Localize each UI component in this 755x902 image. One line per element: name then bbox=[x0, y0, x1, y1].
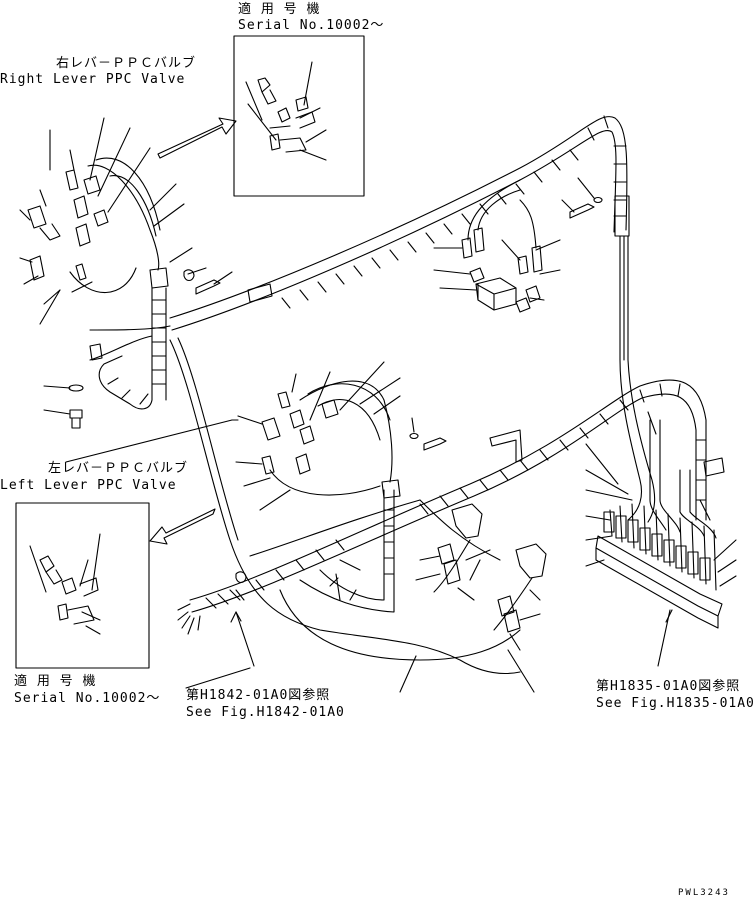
serial-top-jp-label: 適 用 号 機 bbox=[238, 2, 321, 17]
right-valve-bank bbox=[585, 359, 737, 667]
inset-bottom-valve-detail bbox=[29, 533, 101, 635]
reference-leaders bbox=[185, 611, 535, 693]
arrow-to-top-inset bbox=[157, 117, 237, 159]
arrow-to-bottom-inset bbox=[149, 508, 216, 545]
inset-frame-top bbox=[233, 35, 365, 197]
hose-brackets bbox=[89, 283, 725, 477]
left-valve-jp-label: 左レバ－ＰＰＣバルブ bbox=[48, 461, 189, 476]
inset-frame-bottom bbox=[15, 502, 150, 669]
right-valve-en-label: Right Lever PPC Valve bbox=[0, 72, 186, 87]
lower-center-fittings bbox=[415, 503, 547, 651]
upper-main-hose bbox=[169, 115, 630, 361]
center-valve-block bbox=[433, 177, 603, 313]
ref-h1842-jp-label: 第H1842-01A0図参照 bbox=[186, 688, 331, 703]
serial-bottom-jp-label: 適 用 号 機 bbox=[14, 674, 97, 689]
ref-h1835-en-label: See Fig.H1835-01A0 bbox=[596, 696, 755, 711]
drawing-code-label: PWL3243 bbox=[678, 888, 730, 898]
serial-top-en-label: Serial No.10002～ bbox=[238, 18, 385, 33]
serial-bottom-en-label: Serial No.10002～ bbox=[14, 691, 161, 706]
bolt-left bbox=[43, 384, 84, 429]
right-lever-valve-assembly bbox=[19, 117, 233, 410]
inset-top-valve-detail bbox=[245, 61, 327, 161]
ref-h1842-en-label: See Fig.H1842-01A0 bbox=[186, 705, 345, 720]
lower-main-hose bbox=[177, 379, 707, 635]
ref-h1835-jp-label: 第H1835-01A0図参照 bbox=[596, 679, 741, 694]
mid-hose bbox=[169, 337, 521, 675]
left-valve-en-label: Left Lever PPC Valve bbox=[0, 478, 177, 493]
right-valve-jp-label: 右レバ－ＰＰＣバルブ bbox=[56, 56, 197, 71]
left-lever-valve-assembly bbox=[65, 361, 447, 511]
